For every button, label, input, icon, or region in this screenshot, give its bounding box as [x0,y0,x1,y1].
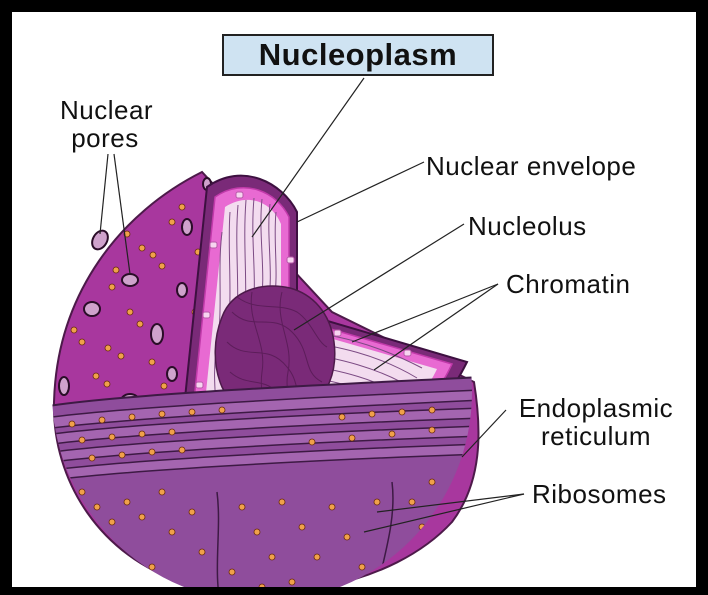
label-chromatin: Chromatin [506,270,630,298]
label-er-line1: Endoplasmic [506,394,686,422]
label-nucleolus: Nucleolus [468,212,587,240]
label-nuclear-pores-line1: Nuclear [60,96,150,124]
diagram-canvas: Nucleoplasm Nuclear pores Nuclear envelo… [12,12,696,587]
title-nucleoplasm: Nucleoplasm [222,34,494,76]
label-ribosomes: Ribosomes [532,480,667,508]
label-nuclear-pores-line2: pores [60,124,150,152]
label-er-line2: reticulum [506,422,686,450]
label-endoplasmic-reticulum: Endoplasmic reticulum [506,394,686,450]
label-nuclear-envelope: Nuclear envelope [426,152,636,180]
label-nuclear-pores: Nuclear pores [60,96,150,152]
